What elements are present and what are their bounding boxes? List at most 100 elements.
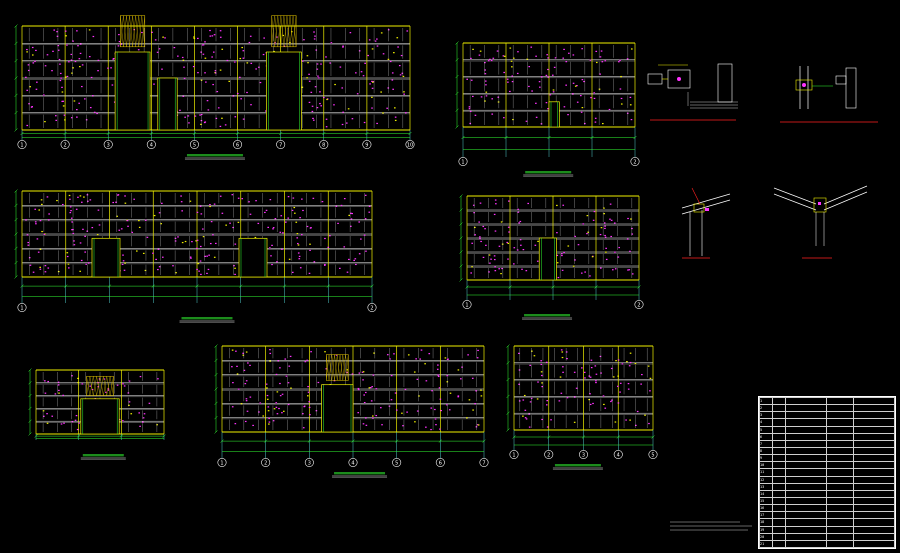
bolt-mark xyxy=(402,75,405,78)
bolt-mark xyxy=(40,199,43,201)
axis-label: 5 xyxy=(395,460,398,466)
bolt-mark xyxy=(246,91,248,94)
bolt-mark xyxy=(266,387,268,389)
lattice-brace xyxy=(331,354,335,381)
bolt-mark xyxy=(269,199,272,201)
bolt-mark xyxy=(342,46,344,48)
section xyxy=(835,75,847,85)
bolt-mark xyxy=(604,227,606,230)
bolt-mark xyxy=(120,228,123,230)
bolt-mark xyxy=(314,35,316,37)
bolt-mark xyxy=(236,373,239,375)
bolt-mark xyxy=(617,375,619,377)
bolt-mark xyxy=(365,250,367,252)
bolt-mark xyxy=(237,197,240,199)
bolt-mark xyxy=(355,263,357,266)
bolt-mark xyxy=(79,43,82,45)
bolt-mark xyxy=(320,105,323,107)
dimension-tick xyxy=(459,222,463,226)
bolt-mark xyxy=(275,406,278,408)
bolt-mark xyxy=(27,69,30,72)
bolt-mark xyxy=(212,234,214,236)
bolt-mark xyxy=(471,242,473,244)
bolt-mark xyxy=(307,62,309,64)
bolt-mark xyxy=(594,121,597,123)
bolt-mark xyxy=(531,90,533,92)
axis-bubble xyxy=(405,140,415,150)
bolt-mark xyxy=(612,376,615,378)
bolt-mark xyxy=(593,92,596,94)
bolt-mark xyxy=(57,384,60,386)
bolt-mark xyxy=(88,56,91,58)
bolt-mark xyxy=(43,233,46,235)
bolt-mark xyxy=(244,420,247,423)
bolt-mark xyxy=(425,380,428,382)
bolt-mark xyxy=(340,204,343,207)
bolt-mark xyxy=(381,424,383,426)
bolt-mark xyxy=(76,109,78,111)
bolt-mark xyxy=(511,75,514,77)
bom-cell xyxy=(826,482,854,491)
bolt-mark xyxy=(67,263,70,265)
dimension-tick xyxy=(14,41,18,46)
bolt-mark xyxy=(540,123,543,125)
bolt-mark xyxy=(141,31,143,34)
bom-cell xyxy=(785,411,827,420)
bolt-mark xyxy=(306,225,309,228)
bolt-mark xyxy=(629,250,631,252)
bolt-mark xyxy=(128,404,130,406)
bolt-mark xyxy=(478,221,480,223)
bolt-mark xyxy=(206,100,209,102)
bom-cell xyxy=(853,532,895,541)
bolt-mark xyxy=(394,392,397,394)
bolt-mark xyxy=(233,61,236,63)
bolt-mark xyxy=(600,227,603,229)
bolt-mark xyxy=(208,254,210,256)
bolt-mark xyxy=(58,58,61,61)
bolt-mark xyxy=(124,195,126,197)
bolt-mark xyxy=(232,95,235,97)
bolt-mark xyxy=(364,218,367,220)
bolt-mark xyxy=(641,373,643,376)
bolt-mark xyxy=(390,399,393,401)
bolt-mark xyxy=(368,211,371,213)
bolt-mark xyxy=(287,403,290,406)
bolt-mark xyxy=(267,410,270,412)
bolt-mark xyxy=(537,381,539,383)
bolt-mark xyxy=(479,236,481,238)
connection-plate xyxy=(795,79,813,91)
bom-cell xyxy=(853,418,895,427)
bolt-mark xyxy=(609,203,612,205)
bolt-mark xyxy=(474,114,477,116)
axis-label: 9 xyxy=(365,142,368,148)
bolt-mark xyxy=(212,51,215,53)
bolt-mark xyxy=(285,375,288,377)
bom-cell xyxy=(772,411,786,420)
bolt-mark xyxy=(562,57,565,59)
bolt-mark xyxy=(57,49,60,51)
bolt-mark xyxy=(396,409,398,411)
bom-row: 13 xyxy=(759,482,895,491)
bolt-mark xyxy=(605,251,607,253)
bom-row: 11 xyxy=(759,468,895,477)
bolt-mark xyxy=(644,414,646,416)
bolt-mark xyxy=(26,89,29,91)
bolt-mark xyxy=(677,77,681,81)
bolt-mark xyxy=(582,223,585,225)
bolt-mark xyxy=(561,254,563,257)
bolt-mark xyxy=(562,366,564,368)
bolt-mark xyxy=(534,244,537,246)
bolt-mark xyxy=(44,121,46,123)
bolt-mark xyxy=(484,69,487,71)
bolt-mark xyxy=(118,33,120,36)
bolt-mark xyxy=(298,258,301,260)
bolt-mark xyxy=(566,397,569,399)
bolt-mark xyxy=(574,235,576,238)
bom-cell xyxy=(853,446,895,456)
dimension-tick xyxy=(28,393,32,398)
bolt-mark xyxy=(137,49,140,51)
lattice-brace xyxy=(109,376,114,396)
bom-cell: 19 xyxy=(759,525,773,534)
bolt-mark xyxy=(199,245,202,248)
bolt-mark xyxy=(122,254,124,256)
